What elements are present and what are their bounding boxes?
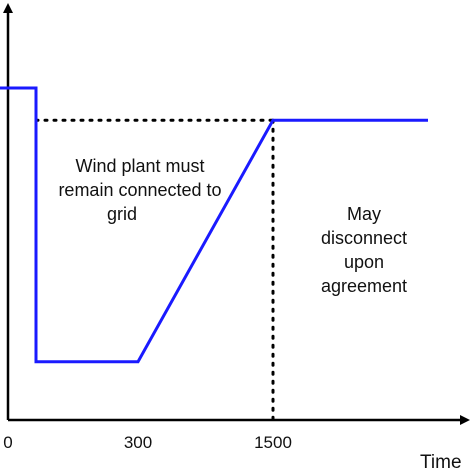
annotation-disconnect-line-3: upon [344,252,384,272]
series-line [0,86,428,364]
x-tick-label: 300 [124,433,152,452]
annotation-disconnect-line-1: May [347,204,381,224]
x-axis-title: Time [420,452,462,473]
annotation-disconnect-line-2: disconnect [321,228,407,248]
annotation-disconnect-line-4: agreement [321,276,407,296]
annotation-wind-plant-line-1: Wind plant must [75,156,204,176]
annotation-wind-plant-line-2: remain connected to [58,180,221,200]
x-tick-label: 1500 [254,433,292,452]
annotation-wind-plant-line-3: grid [107,204,137,224]
x-tick-label: 0 [3,433,12,452]
